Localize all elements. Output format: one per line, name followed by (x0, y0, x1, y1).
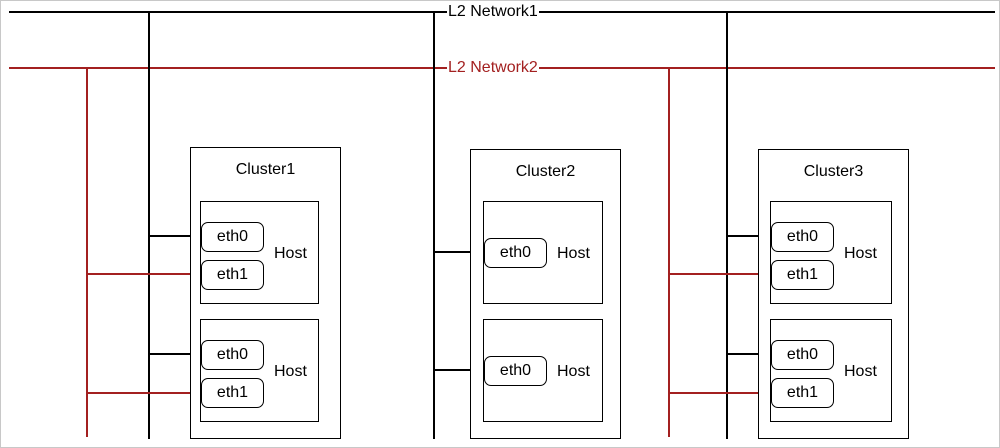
link-c1-host2-eth0 (149, 353, 199, 355)
host-label: Host (844, 245, 877, 262)
cluster-label: Cluster1 (235, 161, 296, 178)
link-c1-host1-eth1 (87, 273, 199, 275)
link-c2-host2-eth0 (434, 369, 483, 371)
cluster-label: Cluster3 (803, 163, 864, 180)
host-box: eth0 eth1 Host (770, 319, 892, 422)
host-box: eth0 Host (483, 201, 603, 304)
host-label: Host (274, 363, 307, 380)
eth0-interface: eth0 (201, 222, 264, 252)
host-box: eth0 Host (483, 319, 603, 422)
eth0-interface: eth0 (771, 340, 834, 370)
l2-network1-drop-cluster2 (433, 12, 435, 439)
l2-network2-label: L2 Network2 (447, 58, 539, 78)
host-label: Host (557, 245, 590, 262)
l2-network1-drop-cluster1 (148, 12, 150, 439)
eth0-interface: eth0 (484, 356, 547, 386)
host-box: eth0 eth1 Host (770, 201, 892, 304)
host-label: Host (557, 363, 590, 380)
link-c3-host2-eth1 (669, 392, 770, 394)
host-label: Host (274, 245, 307, 262)
cluster-box-3: Cluster3 eth0 eth1 Host eth0 eth1 Host (758, 149, 909, 439)
link-c1-host2-eth1 (87, 392, 199, 394)
cluster-box-2: Cluster2 eth0 Host eth0 Host (470, 149, 621, 439)
link-c2-host1-eth0 (434, 251, 483, 253)
l2-network1-label: L2 Network1 (447, 2, 539, 22)
link-c3-host1-eth1 (669, 273, 770, 275)
eth0-interface: eth0 (484, 238, 547, 268)
eth0-interface: eth0 (201, 340, 264, 370)
l2-network1-drop-cluster3 (726, 12, 728, 439)
eth1-interface: eth1 (771, 378, 834, 408)
l2-network2-drop-cluster1 (86, 68, 88, 437)
eth1-interface: eth1 (771, 260, 834, 290)
cluster-label: Cluster2 (515, 163, 576, 180)
link-c1-host1-eth0 (149, 235, 199, 237)
eth1-interface: eth1 (201, 378, 264, 408)
l2-network2-drop-cluster3 (668, 68, 670, 437)
host-box: eth0 eth1 Host (200, 201, 319, 304)
eth0-interface: eth0 (771, 222, 834, 252)
link-c3-host2-eth0 (727, 353, 770, 355)
link-c3-host1-eth0 (727, 235, 770, 237)
host-label: Host (844, 363, 877, 380)
host-box: eth0 eth1 Host (200, 319, 319, 422)
cluster-box-1: Cluster1 eth0 eth1 Host eth0 eth1 Host (190, 147, 341, 439)
eth1-interface: eth1 (201, 260, 264, 290)
